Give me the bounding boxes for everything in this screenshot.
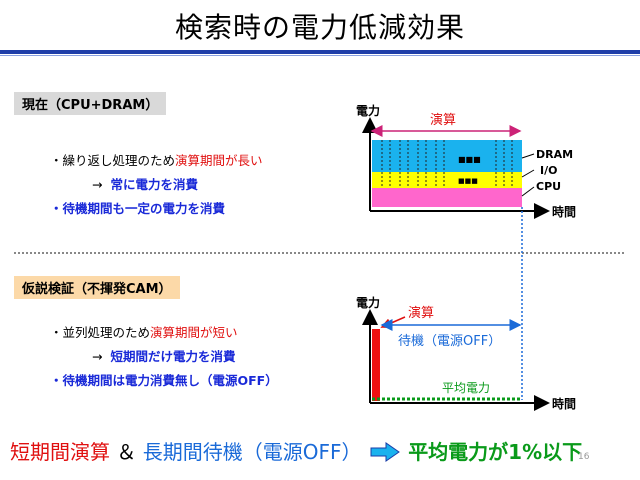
standby-label: 待機（電源OFF） [398,334,501,349]
bottom-ylabel: 電力 [356,295,380,310]
summary-line: 短期間演算 ＆ 長期間待機（電源OFF） 平均電力が1%以下 [10,436,582,465]
summary-part2: 長期間待機（電源OFF） [142,440,362,464]
compute-label: 演算 [408,305,434,321]
power-diagram: 電力 時間 演算 ■■■ ■■■ DRAM I/O CPU 電力 時間 演算 待… [356,103,576,411]
top-time-slices [381,140,513,188]
section-proposal-label: 仮説検証（不揮発CAM） [14,276,180,299]
dram-label: DRAM [536,148,573,161]
section-divider [14,252,624,254]
io-layer [372,172,522,188]
arrow-icon: → [92,177,103,192]
proposal-bullet-1-prefix: ・並列処理のため [50,325,151,340]
title-rule-thin [0,55,640,56]
cpu-pointer [521,186,535,197]
arrow-icon: → [92,349,103,364]
proposal-bullet-1: ・並列処理のため演算期間が短い [50,322,238,341]
summary-result: 平均電力が1%以下 [408,440,583,464]
proposal-bullet-2: → 短期間だけ電力を消費 [92,346,235,365]
page-number: 16 [578,452,590,462]
top-xlabel: 時間 [552,204,576,219]
right-arrow-icon [370,442,400,462]
compute-bar [372,329,380,401]
average-label: 平均電力 [442,381,490,395]
top-span-label: 演算 [430,112,456,128]
current-bullet-2: → 常に電力を消費 [92,174,198,193]
io-pointer [521,169,535,178]
current-bullet-1-highlight: 演算期間が長い [175,153,263,168]
cpu-layer [372,188,522,207]
io-dots: ■■■ [458,177,478,185]
current-bullet-1: ・繰り返し処理のため演算期間が長い [50,150,263,169]
bottom-xlabel: 時間 [552,396,576,411]
dram-dots: ■■■ [458,155,481,164]
proposal-bullet-2-text: 短期間だけ電力を消費 [110,349,236,364]
dram-pointer [521,153,535,159]
cpu-label: CPU [536,180,561,193]
section-current-label: 現在（CPU+DRAM） [14,92,167,115]
proposal-bullet-3: ・待機期間は電力消費無し（電源OFF） [50,373,278,388]
current-bullet-2-text: 常に電力を消費 [110,177,198,192]
io-label: I/O [540,164,557,177]
top-ylabel: 電力 [356,103,380,118]
summary-part1: 短期間演算 [10,440,110,464]
title-rule [0,50,640,54]
summary-amp: ＆ [116,440,137,464]
page-title: 検索時の電力低減効果 [174,11,465,44]
current-bullet-3: ・待機期間も一定の電力を消費 [50,201,226,216]
current-bullet-1-prefix: ・繰り返し処理のため [50,153,176,168]
proposal-bullet-1-highlight: 演算期間が短い [150,325,238,340]
dram-layer [372,140,522,172]
